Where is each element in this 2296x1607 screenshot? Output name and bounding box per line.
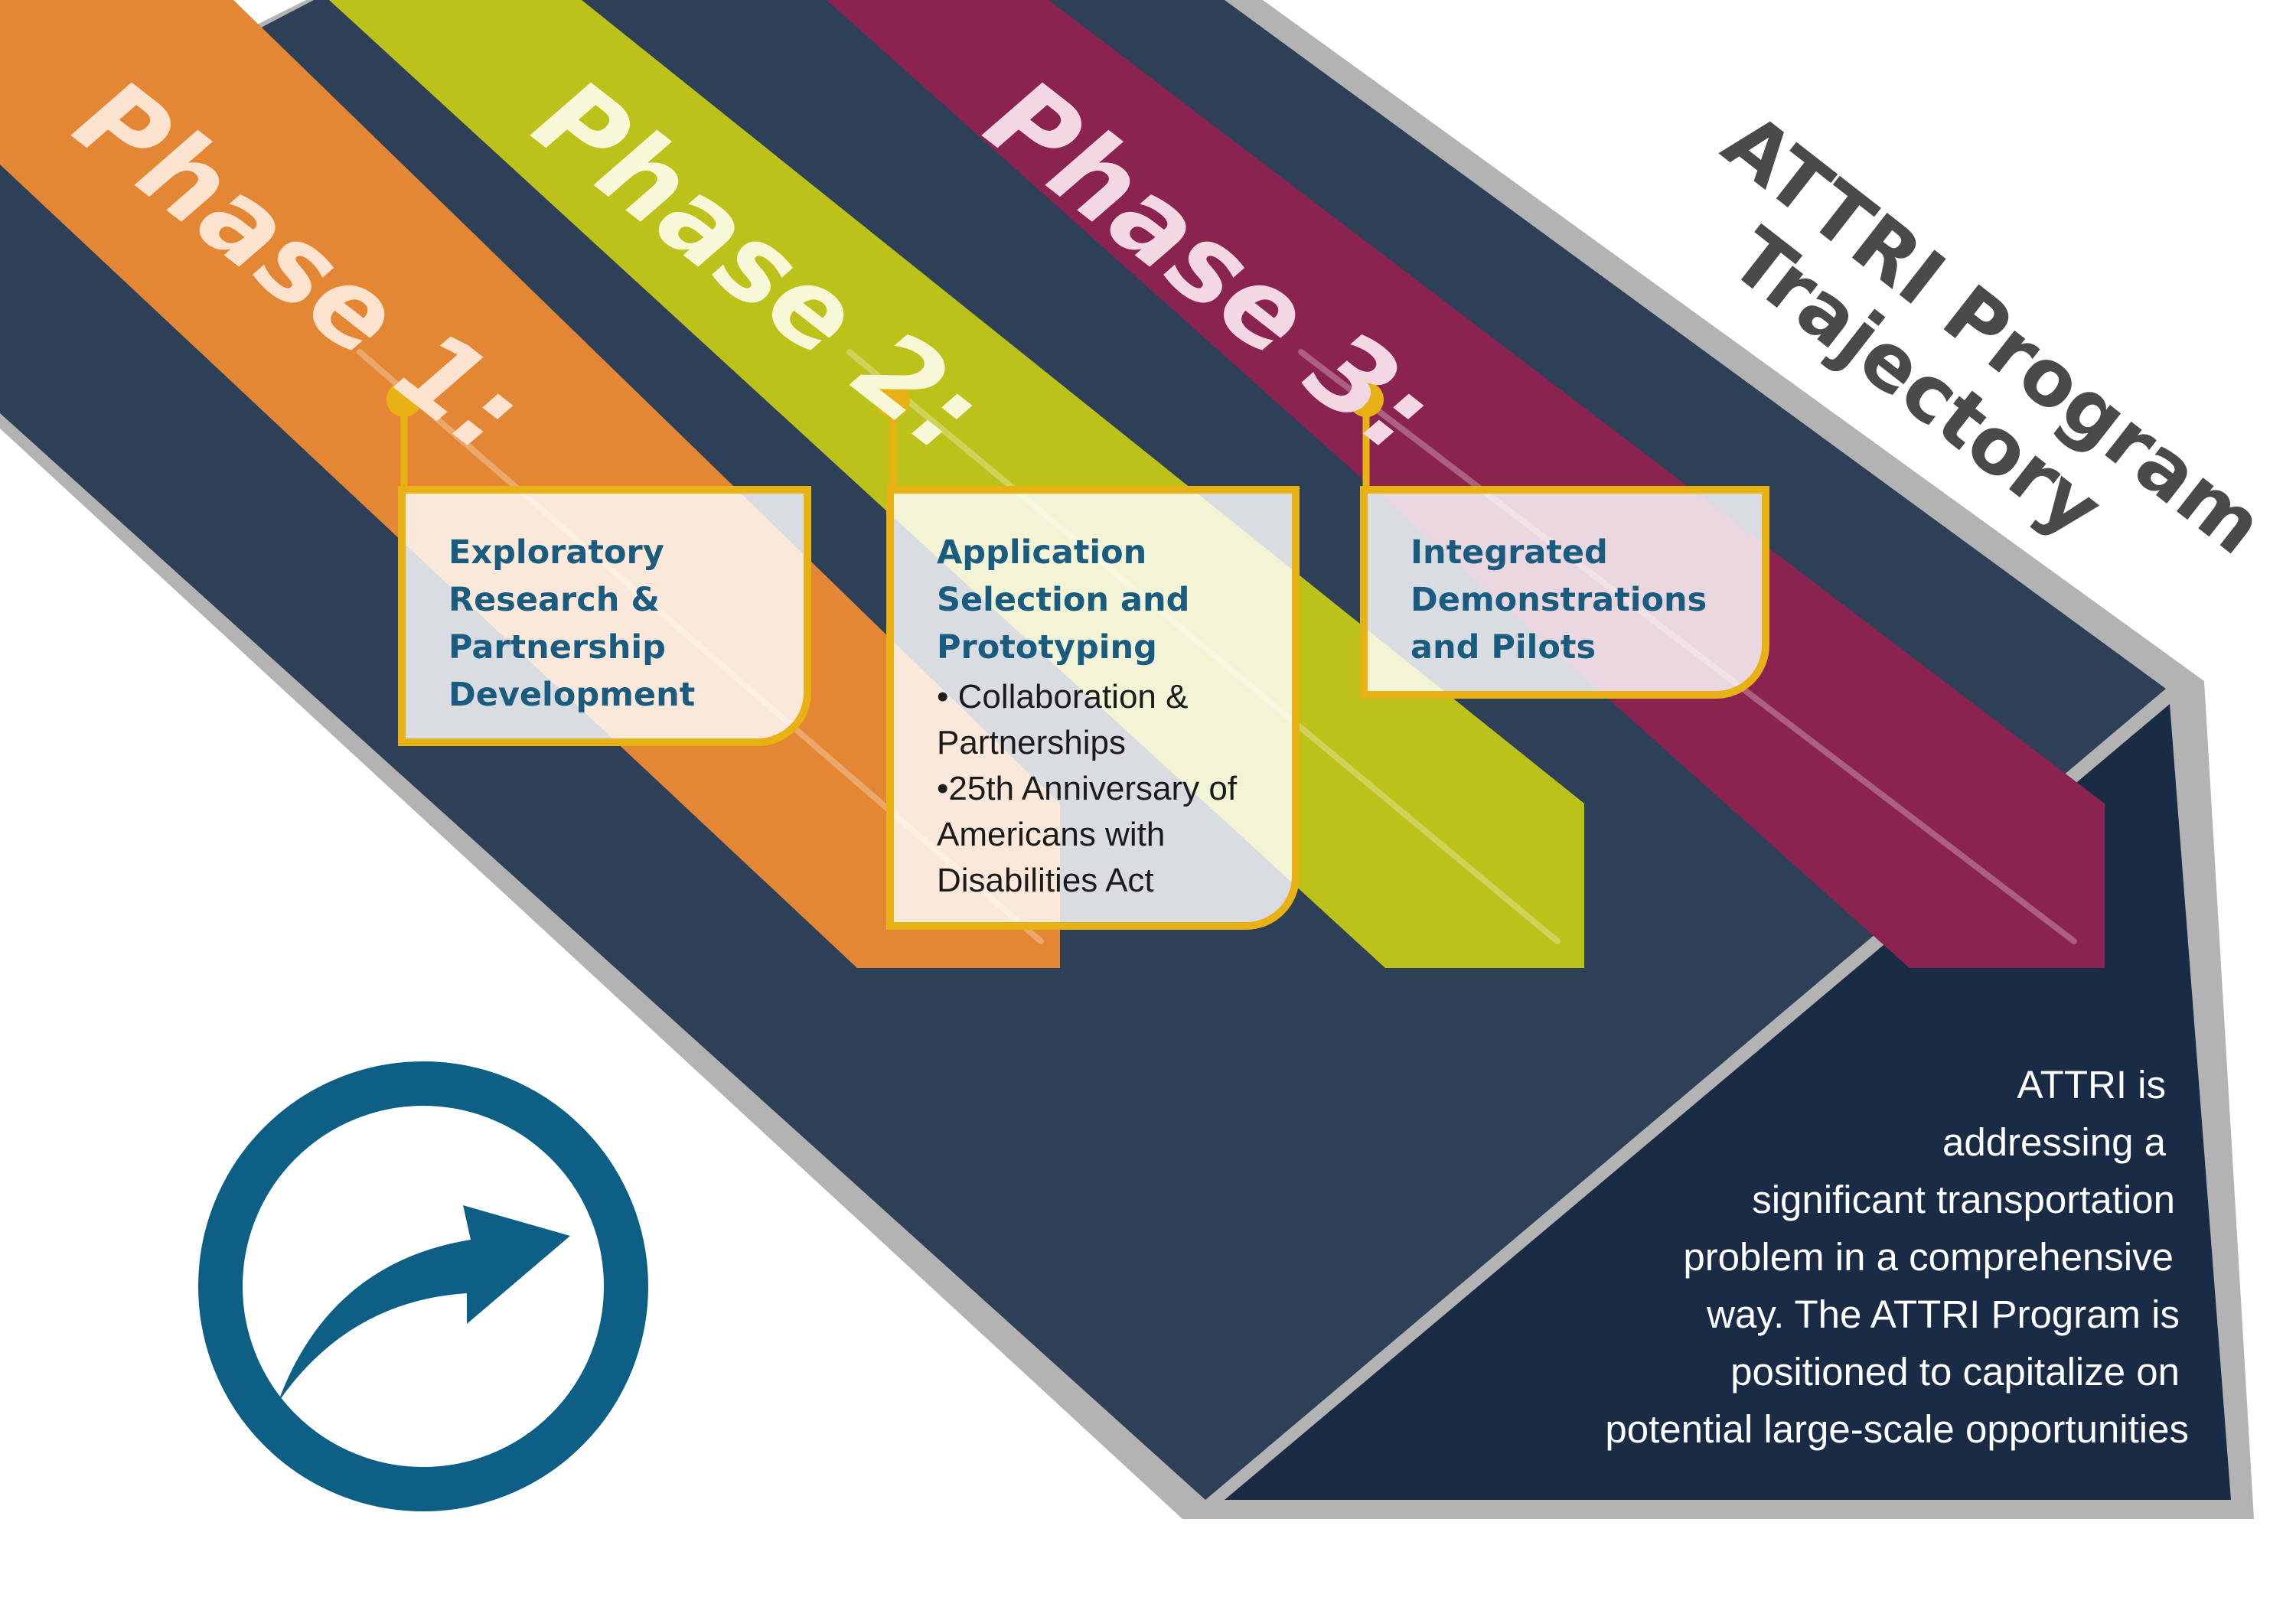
program-summary: ATTRI is addressing a significant transp…	[1347, 1056, 2189, 1458]
phase-3-card: Integrated Demonstrations and Pilots	[1360, 486, 1769, 699]
phase-2-card: Application Selection and Prototyping • …	[886, 486, 1300, 930]
summary-line: ATTRI is	[2017, 1063, 2166, 1107]
summary-line: problem in a comprehensive	[1683, 1235, 2174, 1279]
phase-3-band	[673, 0, 2105, 968]
phase-1-card: Exploratory Research & Partnership Devel…	[398, 486, 811, 746]
summary-line: potential large-scale opportunities	[1605, 1407, 2189, 1451]
phase-2-bullet: •25th Anniversary of Americans with Disa…	[937, 770, 1238, 899]
forward-arrow-circle-icon	[198, 1061, 648, 1511]
phase-2-bullet: • Collaboration & Partnerships	[937, 678, 1189, 761]
phase-1-card-title: Exploratory Research & Partnership Devel…	[448, 533, 696, 714]
phase-2-connector	[875, 382, 910, 494]
phase-2-card-title: Application Selection and Prototyping	[937, 533, 1190, 667]
summary-line: addressing a	[1942, 1120, 2166, 1164]
phase-1-connector	[386, 382, 422, 494]
phase-3-connector	[1349, 382, 1384, 494]
phase-2-bullets: • Collaboration & Partnerships •25th Ann…	[937, 674, 1261, 904]
phase-3-card-title: Integrated Demonstrations and Pilots	[1411, 533, 1707, 667]
summary-line: positioned to capitalize on	[1730, 1350, 2180, 1393]
summary-line: way. The ATTRI Program is	[1707, 1292, 2180, 1336]
summary-line: significant transportation	[1752, 1178, 2175, 1221]
